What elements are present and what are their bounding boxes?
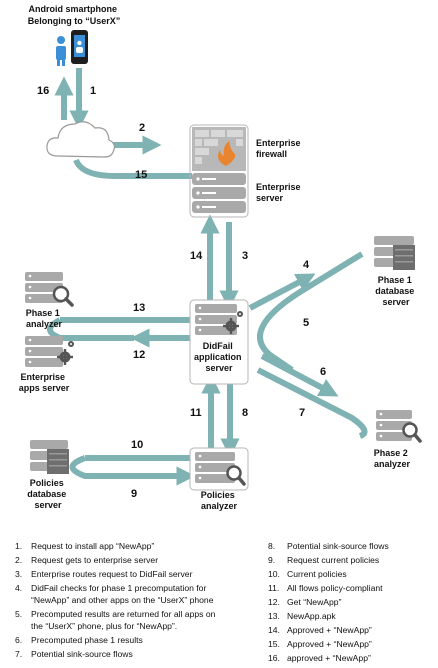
edge-number: 8 — [242, 407, 248, 419]
edge-number: 9 — [131, 488, 137, 500]
arrow-6 — [260, 353, 339, 397]
label-phase1-db: Phase 1 database server — [375, 275, 417, 307]
edge-number: 3 — [242, 250, 248, 262]
arrow-7 — [256, 367, 368, 439]
label-smartphone: Android smartphone Belonging to “UserX” — [28, 4, 121, 26]
server-icon-enterprise-apps — [25, 336, 63, 367]
edge-number: 2 — [139, 122, 145, 134]
person-icon — [56, 36, 66, 66]
edge-number: 16 — [37, 85, 49, 97]
label-phase2-analyzer: Phase 2 analyzer — [374, 448, 411, 469]
label-firewall: Enterprise firewall — [256, 138, 303, 159]
magnifier-icon-phase1 — [52, 285, 74, 307]
label-phase1-analyzer: Phase 1 analyzer — [26, 308, 63, 329]
database-icon-phase1 — [374, 236, 415, 270]
arrow-4 — [248, 273, 316, 311]
server-icon-phase1-analyzer — [25, 272, 63, 303]
gear-icon-didfail — [223, 311, 243, 334]
server-icon-enterprise — [192, 173, 246, 213]
firewall-icon — [192, 127, 246, 171]
magnifier-icon-policies — [226, 465, 246, 486]
edge-number: 15 — [135, 169, 147, 181]
gear-icon-enterprise-apps — [57, 341, 74, 365]
server-icon-phase2 — [376, 410, 412, 441]
edge-number: 13 — [133, 302, 145, 314]
arrow-5 — [257, 251, 364, 373]
cloud-icon — [46, 121, 115, 158]
edge-number: 5 — [303, 317, 309, 329]
edge-number: 11 — [190, 407, 202, 419]
steps-legend-right: 8.Potential sink-source flows 9.Request … — [268, 541, 389, 663]
edge-number: 12 — [133, 349, 145, 361]
label-enterprise-apps: Enterprise apps server — [19, 372, 70, 393]
label-didfail: DidFail application server — [194, 341, 244, 373]
magnifier-icon-phase2 — [402, 422, 422, 443]
edge-number: 6 — [320, 366, 326, 378]
edge-number: 1 — [90, 85, 96, 97]
edge-number: 10 — [131, 439, 143, 451]
label-enterprise-server: Enterprise server — [256, 182, 303, 203]
label-policies-analyzer: Policies analyzer — [201, 490, 238, 511]
arrow-15 — [73, 158, 192, 179]
steps-legend-left: 1.Request to install app “NewApp” 2.Requ… — [15, 541, 216, 659]
label-policies-db: Policies database server — [27, 478, 69, 510]
database-icon-policies — [30, 440, 69, 474]
edge-number: 7 — [299, 407, 305, 419]
edge-number: 14 — [190, 250, 203, 262]
server-icon-policies-analyzer — [195, 452, 235, 483]
smartphone-icon — [71, 30, 88, 64]
edge-number: 4 — [303, 259, 310, 271]
